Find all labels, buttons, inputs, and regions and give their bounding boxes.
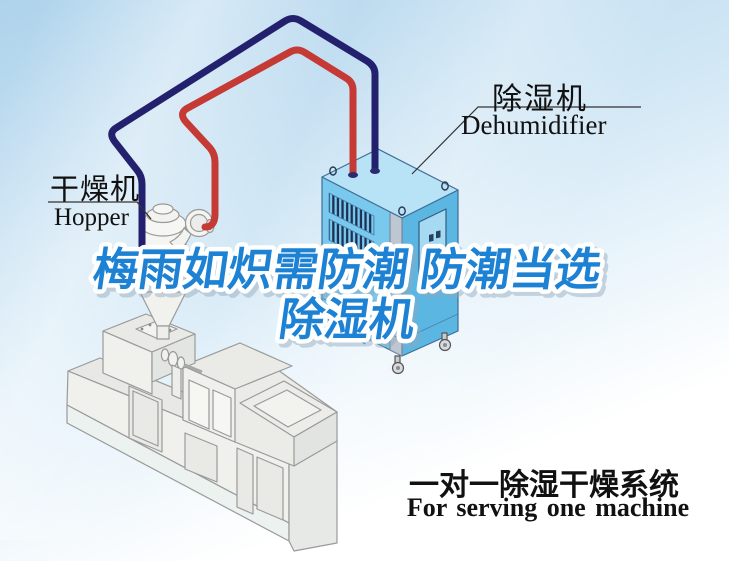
headline-line1: 梅雨如炽需防潮 防潮当选 (90, 244, 605, 295)
headline-line1-shadow: 梅雨如炽需防潮 防潮当选 (93, 248, 608, 299)
headline-line2: 除湿机 (276, 294, 418, 345)
hopper-dryer-illustration (139, 203, 215, 340)
dehumidifier-label-en: Dehumidifier (461, 110, 607, 140)
headline: 梅雨如炽需防潮 防潮当选 除湿机 梅雨如炽需防潮 防潮当选 除湿机 (85, 240, 612, 354)
label-pointers (48, 106, 641, 220)
hopper-pointer-line (48, 201, 152, 220)
footer-title-cn: 一对一除湿干燥系统 (409, 469, 679, 502)
hopper-label-cn: 干燥机 (50, 174, 141, 206)
molding-machine-illustration (66, 313, 338, 552)
dehumidifier-label-cn: 除湿机 (492, 83, 588, 116)
headline-line2-shadow: 除湿机 (279, 298, 421, 349)
dehumidifier-pointer-line (411, 106, 641, 175)
dehumidifier-illustration (320, 148, 459, 375)
supply-pipe-red (179, 46, 357, 231)
pipes (108, 15, 380, 262)
hopper-label-en: Hopper (54, 204, 129, 231)
return-pipe-navy (108, 15, 379, 262)
footer-title-en: For serving one machine (406, 493, 690, 522)
